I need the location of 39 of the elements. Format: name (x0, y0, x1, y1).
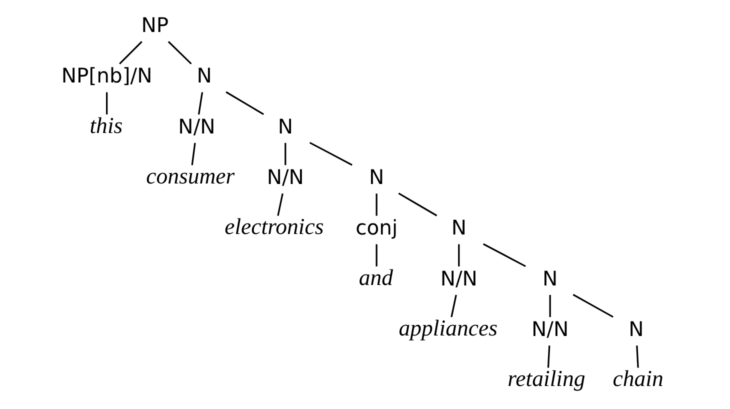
node-text: N/N (440, 266, 477, 290)
node-text: this (89, 112, 122, 138)
node-text: N/N (266, 164, 304, 189)
connector (546, 346, 550, 368)
node-text: NP (140, 13, 168, 38)
connector (190, 142, 196, 166)
connector (398, 192, 437, 216)
node-text: NP[nb]/N (60, 64, 152, 88)
connector (636, 346, 638, 368)
connector (375, 244, 377, 266)
connector (548, 294, 550, 318)
node-text: N (196, 64, 212, 88)
node-text: N (542, 266, 558, 290)
connector (197, 92, 203, 115)
node-text: appliances (398, 315, 497, 340)
connector (276, 193, 283, 216)
node-text: N (277, 114, 292, 138)
node-text: N (450, 216, 466, 240)
node-text: conj (355, 216, 398, 240)
connector (225, 91, 264, 116)
connector (572, 294, 613, 318)
connector (167, 41, 192, 64)
connector (450, 294, 456, 318)
node-text: electronics (224, 214, 324, 240)
connector (308, 142, 352, 166)
connector (482, 243, 526, 268)
node-text: N/N (531, 316, 568, 341)
node-text: chain (612, 366, 663, 392)
connector (118, 41, 142, 64)
node-text: N (368, 164, 384, 189)
node-text: N/N (178, 114, 215, 138)
connector (375, 194, 377, 216)
connector (106, 92, 108, 114)
node-text: N (628, 316, 644, 341)
connector (284, 142, 286, 166)
node-text: and (358, 264, 393, 290)
node-text: consumer (146, 163, 234, 188)
connector (458, 244, 460, 266)
node-text: retailing (507, 366, 585, 392)
